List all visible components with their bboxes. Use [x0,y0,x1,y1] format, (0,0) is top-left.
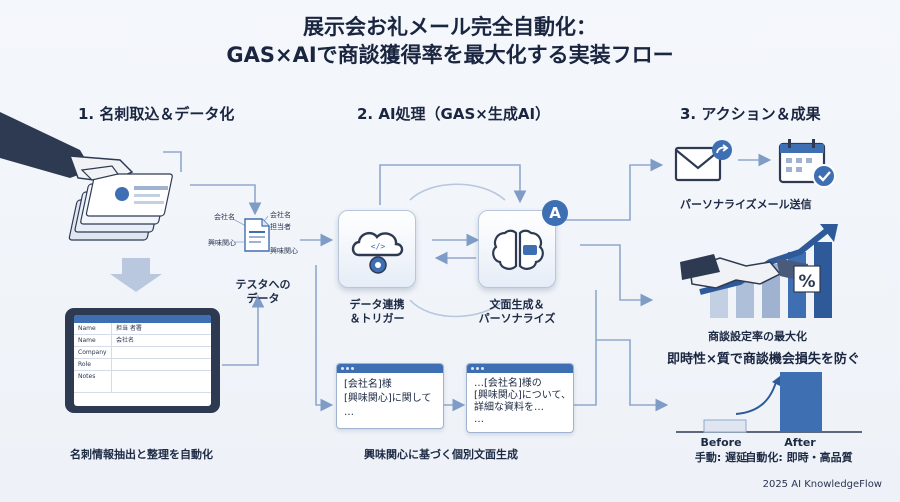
after-desc: 自動化: 即時・高品質 [745,451,853,464]
mail-caption: パーソナライズメール送信 [680,198,812,211]
table-row: Company [74,347,211,359]
ai-badge: A [542,200,568,226]
message-line: … [344,407,354,418]
ai-brain-icon [492,229,544,270]
field-label: 興味関心 [208,239,236,247]
field-label: 担当者 [270,223,291,231]
step1-caption: 名刺情報抽出と整理を自動化 [70,448,213,461]
document-icon [244,218,270,252]
data-trigger-tile: </> [338,210,416,288]
business-cards-hand-icon [0,112,173,241]
deal-caption: 商談設定率の最大化 [708,330,807,343]
message-line: 詳細な資料を… [474,402,544,413]
after-label: After [784,436,816,449]
cloud-gear-icon: </> [351,231,404,274]
speed-title: 即時性×質で商談機会損失を防ぐ [667,352,860,367]
tile1-caption-line2: ＆トリガー [349,312,405,325]
before-after-chart [676,372,862,433]
message-line: …[会社名]様の [474,378,542,389]
generated-message-card: …[会社名]様の [興味関心]について、 詳細な資料を… … [466,363,574,433]
field-label: 会社名 [214,213,235,221]
step3-title: 3. アクション＆成果 [680,105,821,123]
message-template-card: [会社名]様 [興味関心]に関して … [336,363,444,429]
tile2-caption-line2: パーソナライズ [478,312,556,325]
message-line: [興味関心]に関して [344,393,432,404]
before-bar [703,419,747,433]
table-row: Notes [74,371,211,393]
after-bar [780,372,822,432]
field-label: 興味関心 [270,247,298,255]
main-title-line2: GAS×AIで商談獲得率を最大化する実装フロー [226,43,674,67]
svg-text:</>: </> [371,242,386,251]
percent-sign: % [798,272,816,292]
before-label: Before [700,436,742,449]
step2-caption: 興味関心に基づく個別文面生成 [364,448,518,461]
calendar-check-icon [778,139,836,188]
handshake-growth-icon [680,224,838,318]
main-title-line1: 展示会お礼メール完全自動化： [303,15,597,39]
doc-caption-line1: テスタへの [235,278,291,291]
envelope-send-icon [674,140,732,182]
tile2-caption-line1: 文面生成＆ [489,298,545,311]
text-generation-tile [478,210,556,288]
message-line: … [474,414,484,425]
before-desc: 手動: 遅延 [694,451,748,464]
table-row: Role [74,359,211,371]
doc-caption-line2: データ [246,292,280,305]
step2-title: 2. AI処理（GAS×生成AI） [357,105,551,123]
step1-title: 1. 名刺取込＆データ化 [78,105,235,123]
footer-credit: 2025 AI KnowledgeFlow [762,479,882,490]
field-label: 会社名 [270,211,291,219]
message-line: [会社名]様 [344,379,392,390]
tile1-caption-line1: データ連携 [349,298,405,311]
message-line: [興味関心]について、 [474,390,572,401]
